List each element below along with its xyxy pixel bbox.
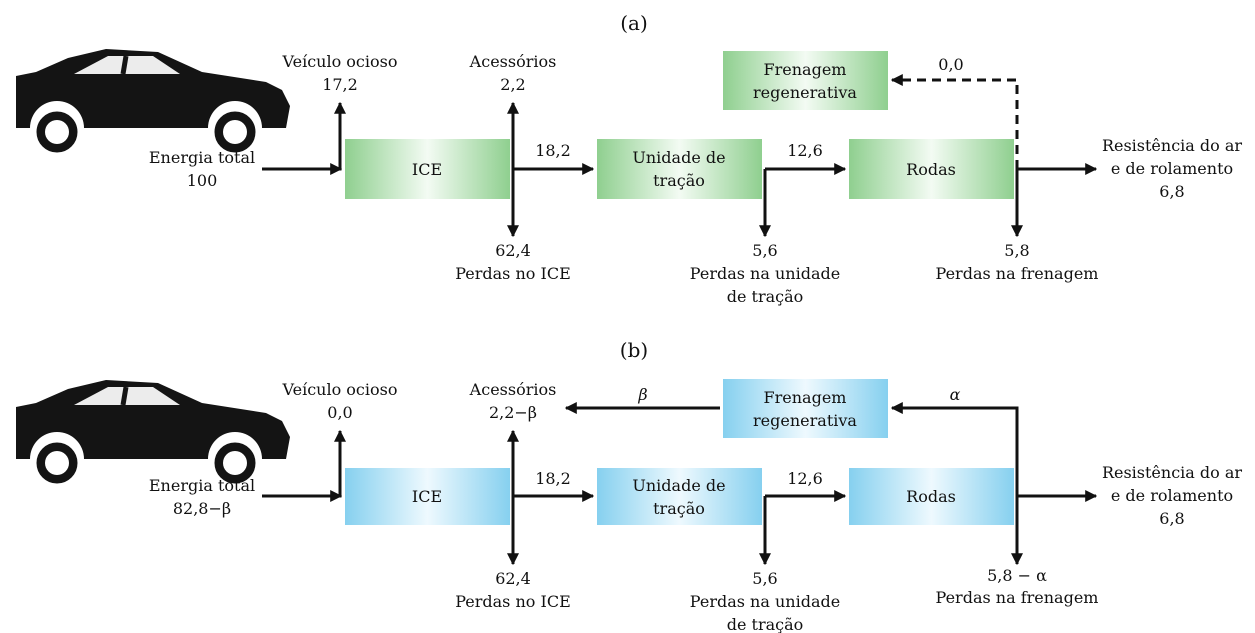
traction-unit-label-line2: tração [653,171,705,190]
traction-losses-value: 5,6 [752,569,777,588]
panel-a: (a) ICE Unidade de tração Rodas Frenagem… [16,11,1242,306]
arrow-regen-in [890,402,1019,496]
regenerative-braking-box [723,379,888,438]
ice-losses-title: Perdas no ICE [455,264,571,283]
wheels-box-label: Rodas [906,487,956,506]
braking-losses-value: 5,8 [1004,241,1029,260]
panel-b-label: (b) [620,338,648,362]
flow-regen-in: α [950,385,961,404]
energy-total-value-number: 82,8− [173,499,222,518]
alpha-symbol: α [1036,566,1047,585]
braking-losses-value-number: 5,8 − [987,566,1036,585]
idle-vehicle-title: Veículo ocioso [282,380,398,399]
traction-losses-title-line2: de tração [727,615,804,633]
flow-ice-traction: 18,2 [535,141,571,160]
ice-losses-value: 62,4 [495,569,531,588]
flow-traction-wheels: 12,6 [787,141,823,160]
wheels-box [849,468,1014,525]
traction-unit-label-line2: tração [653,499,705,518]
flow-ice-traction: 18,2 [535,469,571,488]
ice-box [345,139,510,199]
traction-unit-label-line1: Unidade de [632,476,725,495]
flow-regen: 0,0 [938,55,963,74]
resistance-value: 6,8 [1159,182,1184,201]
idle-vehicle-value: 0,0 [327,403,352,422]
traction-unit-box [597,468,762,525]
arrow-idle-branch [320,101,346,171]
energy-total-title: Energia total [149,148,255,167]
arrow-idle-branch [320,429,346,498]
ice-box-label: ICE [412,160,442,179]
energy-total-title: Energia total [149,476,255,495]
idle-vehicle-value: 17,2 [322,75,358,94]
regen-label-line1: Frenagem [764,388,847,407]
traction-losses-title-line1: Perdas na unidade [690,264,840,283]
accessories-value: 2,2 [500,75,525,94]
accessories-value: 2,2−β [489,403,537,422]
traction-losses-value: 5,6 [752,241,777,260]
resistance-title-line1: Resistência do ar [1102,463,1242,482]
traction-unit-label-line1: Unidade de [632,148,725,167]
traction-losses-title-line1: Perdas na unidade [690,592,840,611]
traction-unit-box [597,139,762,199]
wheels-box-label: Rodas [906,160,956,179]
ice-losses-value: 62,4 [495,241,531,260]
resistance-title-line2: e de rolamento [1111,159,1233,178]
idle-vehicle-title: Veículo ocioso [282,52,398,71]
traction-losses-title-line2: de tração [727,287,804,306]
braking-losses-title: Perdas na frenagem [936,588,1099,607]
regen-label-line2: regenerativa [753,411,857,430]
beta-symbol: β [528,403,537,422]
arrow-regen-dashed [890,74,1019,169]
regen-label-line2: regenerativa [753,83,857,102]
accessories-value-number: 2,2− [489,403,528,422]
resistance-value: 6,8 [1159,509,1184,528]
flow-regen-out: β [637,385,647,404]
flow-traction-wheels: 12,6 [787,469,823,488]
car-silhouette-icon [16,46,290,154]
ice-box [345,468,510,525]
panel-a-label: (a) [620,11,648,35]
wheels-box [849,139,1014,199]
braking-losses-value: 5,8 − α [987,566,1047,585]
energy-total-value: 82,8−β [173,499,231,518]
panel-b: (b) ICE Unidade de tração Rodas Frenagem… [16,338,1242,633]
accessories-title: Acessórios [469,52,557,71]
resistance-title-line1: Resistência do ar [1102,136,1242,155]
regenerative-braking-box [723,51,888,110]
ice-losses-title: Perdas no ICE [455,592,571,611]
resistance-title-line2: e de rolamento [1111,486,1233,505]
accessories-title: Acessórios [469,380,557,399]
car-silhouette-icon [16,377,290,485]
ice-box-label: ICE [412,487,442,506]
regen-label-line1: Frenagem [764,60,847,79]
energy-total-value: 100 [187,171,218,190]
braking-losses-title: Perdas na frenagem [936,264,1099,283]
beta-symbol: β [222,499,231,518]
